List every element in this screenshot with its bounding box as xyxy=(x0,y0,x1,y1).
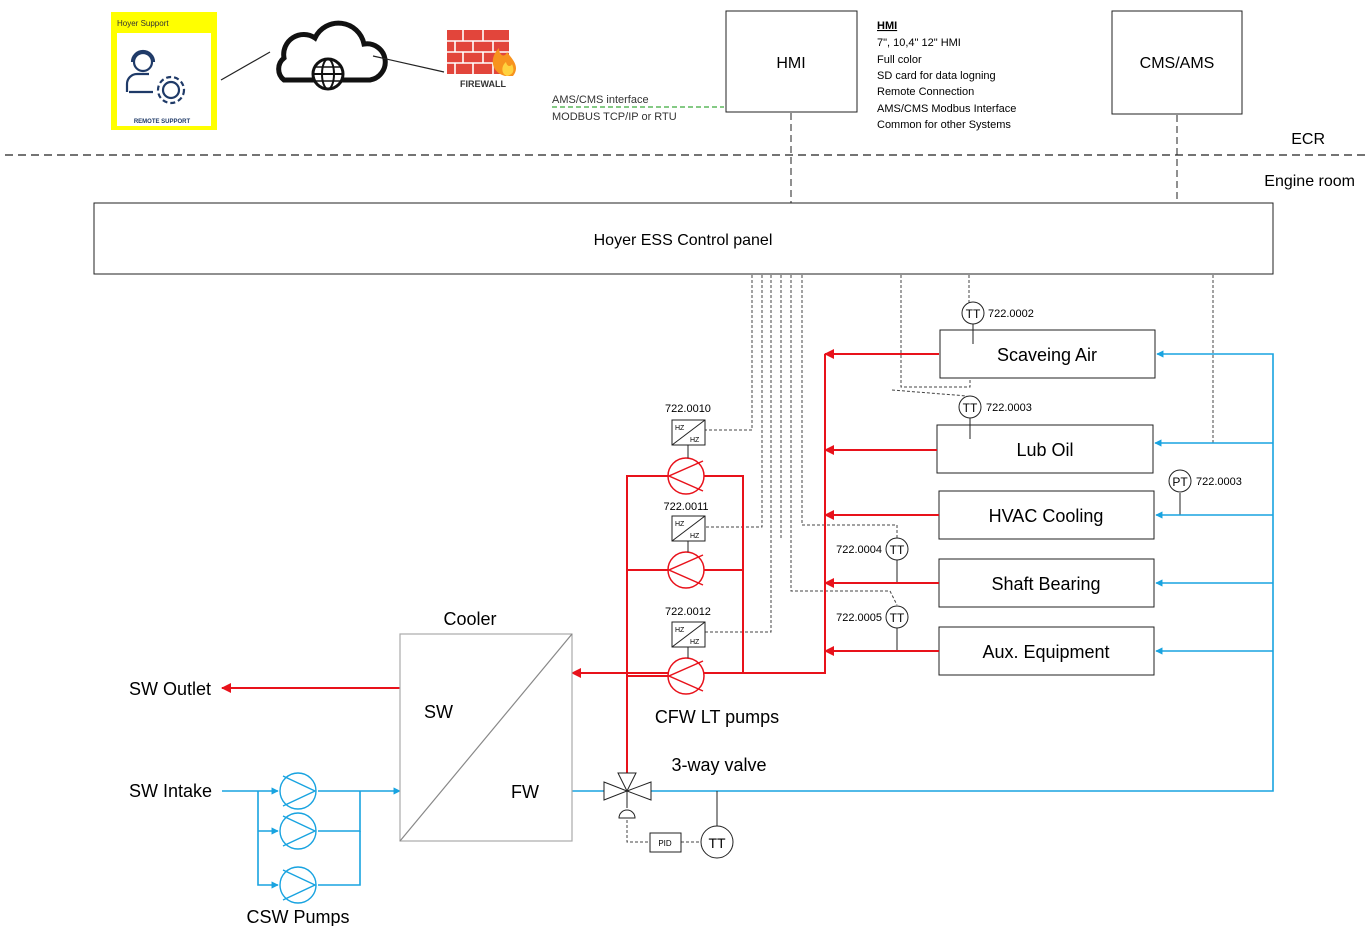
consumer-label: Shaft Bearing xyxy=(991,574,1100,594)
interface-line-1: AMS/CMS interface xyxy=(552,94,649,106)
cloud-internet-icon xyxy=(276,20,388,91)
control-panel[interactable] xyxy=(93,202,1274,275)
hot-water-piping xyxy=(221,349,939,786)
firewall-label: FIREWALL xyxy=(460,79,506,89)
hmi-label: HMI xyxy=(776,55,805,72)
support-title: Hoyer Support xyxy=(117,19,169,28)
sensor-tt-722-0004[interactable]: TT 722.0004 xyxy=(836,537,909,583)
svg-text:TT: TT xyxy=(890,543,905,557)
hmi-spec-line: SD card for data logning xyxy=(877,70,996,82)
cfw-pump-1[interactable] xyxy=(667,457,705,495)
cooler-title: Cooler xyxy=(443,609,496,629)
consumer-label: HVAC Cooling xyxy=(989,506,1104,526)
cold-water-piping xyxy=(222,350,1274,889)
hmi-spec-line: AMS/CMS Modbus Interface xyxy=(877,103,1016,115)
sw-outlet-label: SW Outlet xyxy=(129,679,211,699)
cms-ams-label: CMS/AMS xyxy=(1140,55,1215,72)
firewall-icon: FIREWALL xyxy=(447,30,517,89)
svg-text:HZ: HZ xyxy=(690,639,700,646)
cfw-pumps-label: CFW LT pumps xyxy=(655,707,779,727)
svg-text:TT: TT xyxy=(890,611,905,625)
remote-support-badge: Hoyer Support REMOTE SUPPORT xyxy=(111,12,217,130)
hmi-box[interactable] xyxy=(725,10,858,113)
consumer-label: Scaveing Air xyxy=(997,345,1097,365)
cooler-fw-label: FW xyxy=(511,782,539,802)
svg-text:HZ: HZ xyxy=(675,627,685,634)
support-agent-icon xyxy=(125,49,186,105)
vfd-722-0011[interactable]: 722.0011 HZ HZ xyxy=(663,501,709,552)
sensor-tag: 722.0002 xyxy=(988,308,1034,320)
svg-text:HZ: HZ xyxy=(675,425,685,432)
csw-pumps-label: CSW Pumps xyxy=(246,907,349,926)
vfd-722-0010[interactable]: 722.0010 HZ HZ xyxy=(665,403,711,458)
consumer-label: Aux. Equipment xyxy=(982,642,1109,662)
pid-label: PID xyxy=(658,839,672,848)
vfd-tag: 722.0010 xyxy=(665,403,711,415)
svg-text:TT: TT xyxy=(963,401,978,415)
hmi-spec-line: 7", 10,4" 12" HMI xyxy=(877,37,961,49)
sensor-tag: 722.0004 xyxy=(836,544,882,556)
hmi-spec-line: Common for other Systems xyxy=(877,119,1011,131)
csw-pump-1[interactable] xyxy=(279,772,317,810)
svg-text:HZ: HZ xyxy=(690,533,700,540)
csw-pump-2[interactable] xyxy=(279,812,317,850)
consumer-aux-equipment[interactable] xyxy=(938,626,1155,676)
consumer-label: Lub Oil xyxy=(1016,440,1073,460)
sensor-tt-supply[interactable]: TT xyxy=(700,825,734,859)
vfd-tag: 722.0012 xyxy=(665,606,711,618)
hmi-spec-line: Remote Connection xyxy=(877,86,974,98)
cooler-sw-label: SW xyxy=(424,702,453,722)
sensor-pt-722-0003[interactable]: PT 722.0003 xyxy=(1168,469,1242,515)
consumer-hvac-cooling[interactable] xyxy=(938,490,1155,540)
sensor-tt-722-0003[interactable]: TT 722.0003 xyxy=(958,395,1032,439)
hmi-spec-title: HMI xyxy=(877,20,897,32)
svg-text:PT: PT xyxy=(1172,475,1188,489)
sensor-tag: 722.0005 xyxy=(836,612,882,624)
svg-text:TT: TT xyxy=(966,307,981,321)
support-caption: REMOTE SUPPORT xyxy=(134,119,191,125)
sensor-tt-722-0005[interactable]: TT 722.0005 xyxy=(836,605,909,651)
control-panel-label: Hoyer ESS Control panel xyxy=(594,232,773,249)
cfw-pump-3[interactable] xyxy=(667,657,705,695)
sensor-tag: 722.0003 xyxy=(986,402,1032,414)
cooler-heat-exchanger[interactable] xyxy=(399,633,573,842)
zone-engine-room: Engine room xyxy=(1264,173,1355,190)
svg-text:HZ: HZ xyxy=(690,437,700,444)
vfd-722-0012[interactable]: 722.0012 HZ HZ xyxy=(665,606,711,658)
csw-pump-3[interactable] xyxy=(279,866,317,904)
cfw-pump-2[interactable] xyxy=(667,551,705,589)
interface-line-2: MODBUS TCP/IP or RTU xyxy=(552,111,677,123)
consumer-scaveing-air[interactable] xyxy=(939,329,1156,379)
hmi-spec-line: Full color xyxy=(877,54,922,66)
sensor-tag: 722.0003 xyxy=(1196,476,1242,488)
vfd-tag: 722.0011 xyxy=(663,501,708,513)
pid-controller[interactable] xyxy=(649,832,682,853)
three-way-valve[interactable] xyxy=(603,772,652,819)
consumer-shaft-bearing[interactable] xyxy=(938,558,1155,608)
valve-label: 3-way valve xyxy=(671,755,766,775)
cms-ams-box[interactable] xyxy=(1111,10,1243,115)
sw-intake-label: SW Intake xyxy=(129,781,212,801)
svg-text:TT: TT xyxy=(708,835,726,851)
svg-text:HZ: HZ xyxy=(675,521,685,528)
sensor-tt-722-0002[interactable]: TT 722.0002 xyxy=(961,301,1034,344)
zone-ecr: ECR xyxy=(1291,131,1325,148)
